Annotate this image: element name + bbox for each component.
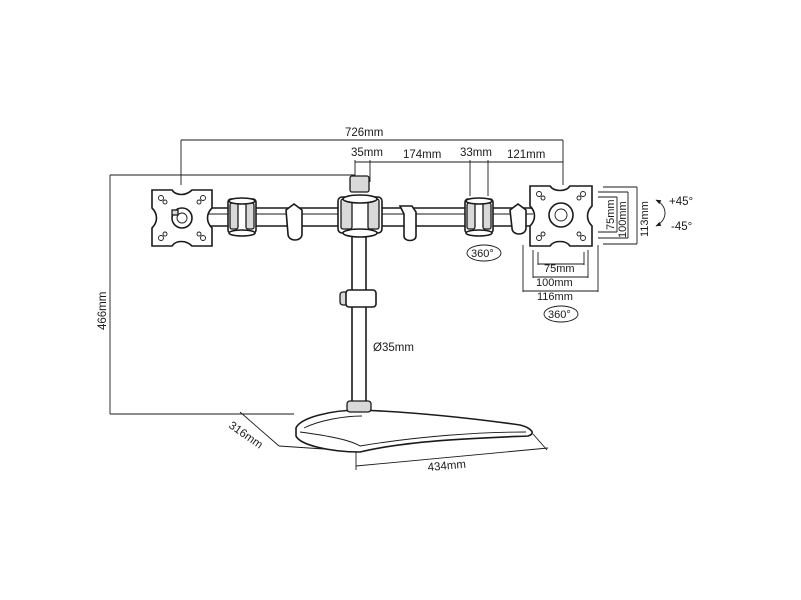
left-arm-joint: [227, 197, 257, 237]
vesa-v-75-label: 75mm: [605, 199, 617, 230]
left-vesa-plate: [151, 189, 213, 247]
stand-pole: [339, 175, 377, 413]
dim-height: 466mm: [97, 174, 355, 415]
base-width-label: 434mm: [427, 459, 466, 474]
tilt-up-label: +45°: [669, 196, 693, 208]
right-arm-joint: [464, 197, 494, 237]
overall-width-label: 726mm: [345, 127, 383, 139]
vesa-v-100-label: 100mm: [617, 201, 629, 238]
tilt-indicator: +45° -45°: [655, 196, 693, 233]
dim-vesa-vertical: 75mm 100mm 113mm: [598, 186, 651, 245]
cable-clips: [285, 203, 527, 242]
tilt-down-label: -45°: [671, 221, 692, 233]
vesa-h-75-label: 75mm: [544, 263, 575, 275]
pole-diameter-label: Ø35mm: [373, 342, 414, 354]
rotate-plate-indicator: 360°: [543, 305, 579, 323]
base-depth-label: 316mm: [226, 420, 264, 452]
pole-offset-label: 35mm: [351, 147, 383, 159]
joint-width-label: 33mm: [460, 147, 492, 159]
vesa-arm-label: 121mm: [507, 149, 545, 161]
vesa-h-116-label: 116mm: [537, 291, 573, 303]
rotate-joint-indicator: 360°: [466, 244, 502, 262]
dim-vesa-horizontal: 75mm 100mm 116mm: [522, 245, 599, 303]
rotate-plate-label: 360°: [548, 309, 571, 321]
height-label: 466mm: [97, 292, 109, 330]
stand-base: [295, 409, 533, 453]
vesa-h-100-label: 100mm: [536, 277, 573, 289]
vesa-v-113-label: 113mm: [639, 201, 651, 237]
dim-base-width: 434mm: [355, 433, 549, 474]
rotate-joint-label: 360°: [471, 248, 494, 260]
dim-arm-segments: 35mm 174mm 33mm 121mm: [351, 147, 563, 196]
arm-span-label: 174mm: [403, 149, 441, 161]
center-joint: [337, 194, 383, 238]
dim-overall-width: 726mm: [180, 127, 564, 185]
right-vesa-plate: [529, 185, 593, 247]
